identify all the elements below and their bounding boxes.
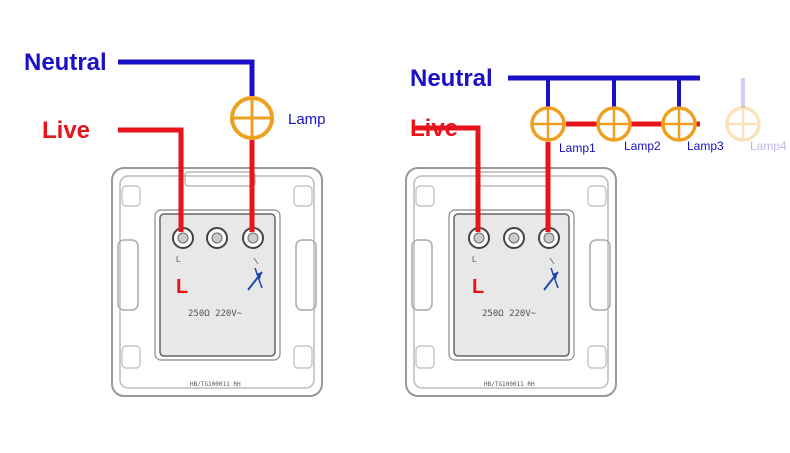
screw-terminal-icon [503,227,525,249]
right-live-wire [412,125,481,232]
left-live-wire [118,127,184,232]
lamp-icon [661,106,697,142]
left-switch-plate: L L 250Ω 220V~ HB/TG100011 RH [111,167,323,397]
lamp2-label: Lamp2 [624,139,661,153]
left-neutral-wire [118,59,255,232]
right-switch-plate: L L 250Ω 220V~ HB/TG100011 RH [405,167,617,397]
left-rating-text: 250Ω 220V~ [188,309,243,319]
lamp4-label: Lamp4 [750,139,787,153]
right-live-label: Live [410,115,458,142]
right-neutral-label: Neutral [410,65,493,92]
lamp-icon [230,96,274,140]
right-rating-text: 250Ω 220V~ [482,309,537,319]
lamp-icon [530,106,566,142]
lamp1-label: Lamp1 [559,141,596,155]
screw-terminal-icon [206,227,228,249]
right-terminal-small-label: L [472,255,477,264]
screw-terminal-icon [172,227,194,249]
lamp-icon [596,106,632,142]
left-model-text: HB/TG100011 RH [190,381,241,388]
left-live-label: Live [42,117,90,144]
dimmer-arrow-icon [247,257,263,291]
left-lamp-label: Lamp [288,111,326,128]
right-model-text: HB/TG100011 RH [484,381,535,388]
right-terminal-label: L [472,276,484,298]
dimmer-arrow-icon [543,257,559,291]
lamp3-label: Lamp3 [687,139,724,153]
lamp-icon [725,106,761,142]
left-neutral-label: Neutral [24,49,107,76]
left-terminal-label: L [176,276,188,298]
right-neutral-wire [508,75,782,108]
screw-terminal-icon [242,227,264,249]
left-terminal-small-label: L [176,255,181,264]
